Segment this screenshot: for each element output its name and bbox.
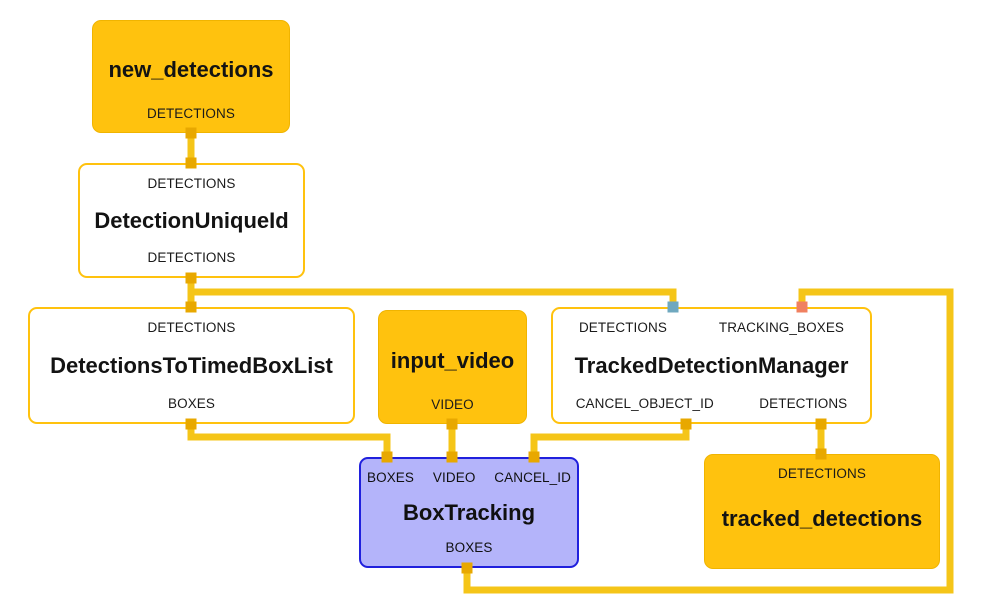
- port-label-trackeddetectionmanager-out-detections[interactable]: DETECTIONS: [759, 395, 848, 411]
- node-input-video-title: input_video: [390, 347, 515, 373]
- port-boxtracking-in-cancel-id[interactable]: [528, 451, 540, 463]
- node-input-video-inputs: [379, 311, 526, 323]
- port-label-boxtracking-out-boxes[interactable]: BOXES: [445, 539, 493, 555]
- port-label-trackeddetectionmanager-in-tracking-boxes[interactable]: TRACKING_BOXES: [718, 320, 845, 335]
- node-detectionstotimedboxlist[interactable]: DETECTIONS DetectionsToTimedBoxList BOXE…: [28, 307, 355, 424]
- node-detectionstotimedboxlist-outputs: BOXES: [30, 395, 353, 423]
- port-boxtracking-out-boxes[interactable]: [461, 562, 473, 574]
- port-label-boxtracking-in-boxes[interactable]: BOXES: [367, 470, 415, 485]
- port-label-input-video-out-video[interactable]: VIDEO: [431, 396, 474, 412]
- port-label-boxtracking-in-video[interactable]: VIDEO: [432, 470, 476, 485]
- port-detectionstotimedboxlist-out-boxes[interactable]: [185, 418, 197, 430]
- port-label-trackeddetectionmanager-out-cancel-object-id[interactable]: CANCEL_OBJECT_ID: [575, 395, 714, 411]
- port-input-video-out-video[interactable]: [446, 418, 458, 430]
- edge-detectionstotimedboxlist-to-boxtracking: [187, 424, 391, 457]
- node-boxtracking-inputs: BOXES VIDEO CANCEL_ID: [361, 459, 577, 485]
- port-label-tracked-detections-in-detections[interactable]: DETECTIONS: [777, 466, 866, 481]
- port-tracked-detections-in-detections[interactable]: [815, 448, 827, 460]
- port-trackeddetectionmanager-in-detections[interactable]: [667, 301, 679, 313]
- node-new-detections-title: new_detections: [108, 57, 274, 83]
- port-trackeddetectionmanager-out-detections[interactable]: [815, 418, 827, 430]
- node-tracked-detections-title: tracked_detections: [721, 505, 923, 531]
- port-boxtracking-in-video[interactable]: [446, 451, 458, 463]
- edge-detectionuniqueid-to-trackeddetectionmanager: [191, 288, 677, 307]
- node-detectionuniqueid[interactable]: DETECTIONS DetectionUniqueId DETECTIONS: [78, 163, 305, 278]
- node-trackeddetectionmanager-inputs: DETECTIONS TRACKING_BOXES: [553, 309, 870, 335]
- node-tracked-detections-outputs: [705, 556, 939, 568]
- node-input-video[interactable]: input_video VIDEO: [378, 310, 527, 424]
- port-label-boxtracking-in-cancel-id[interactable]: CANCEL_ID: [494, 470, 571, 485]
- port-label-detectionstotimedboxlist-out-boxes[interactable]: BOXES: [167, 395, 216, 411]
- node-trackeddetectionmanager[interactable]: DETECTIONS TRACKING_BOXES TrackedDetecti…: [551, 307, 872, 424]
- node-detectionstotimedboxlist-title: DetectionsToTimedBoxList: [50, 352, 333, 378]
- port-detectionstotimedboxlist-in-detections[interactable]: [185, 301, 197, 313]
- node-boxtracking-title: BoxTracking: [402, 499, 536, 525]
- node-new-detections-inputs: [93, 21, 289, 33]
- port-trackeddetectionmanager-out-cancel-object-id[interactable]: [680, 418, 692, 430]
- node-input-video-outputs: VIDEO: [379, 396, 526, 424]
- node-new-detections-outputs: DETECTIONS: [93, 105, 289, 133]
- node-detectionuniqueid-outputs: DETECTIONS: [80, 249, 303, 277]
- port-label-new-detections-out-detections[interactable]: DETECTIONS: [146, 105, 235, 121]
- port-label-trackeddetectionmanager-in-detections[interactable]: DETECTIONS: [578, 320, 667, 335]
- port-trackeddetectionmanager-in-tracking-boxes[interactable]: [796, 301, 808, 313]
- port-boxtracking-in-boxes[interactable]: [381, 451, 393, 463]
- port-label-detectionuniqueid-in-detections[interactable]: DETECTIONS: [147, 176, 236, 191]
- node-boxtracking[interactable]: BOXES VIDEO CANCEL_ID BoxTracking BOXES: [359, 457, 579, 568]
- node-detectionuniqueid-title: DetectionUniqueId: [94, 207, 289, 233]
- node-detectionstotimedboxlist-inputs: DETECTIONS: [30, 309, 353, 335]
- port-label-detectionstotimedboxlist-in-detections[interactable]: DETECTIONS: [147, 320, 236, 335]
- node-detectionuniqueid-inputs: DETECTIONS: [80, 165, 303, 191]
- node-new-detections[interactable]: new_detections DETECTIONS: [92, 20, 290, 133]
- port-new-detections-out-detections[interactable]: [185, 127, 197, 139]
- node-trackeddetectionmanager-title: TrackedDetectionManager: [574, 352, 849, 378]
- port-label-detectionuniqueid-out-detections[interactable]: DETECTIONS: [147, 249, 236, 265]
- port-detectionuniqueid-in-detections[interactable]: [185, 157, 197, 169]
- edge-cancelobjectid-to-boxtracking: [530, 424, 690, 457]
- port-detectionuniqueid-out-detections[interactable]: [185, 272, 197, 284]
- node-tracked-detections[interactable]: DETECTIONS tracked_detections: [704, 454, 940, 569]
